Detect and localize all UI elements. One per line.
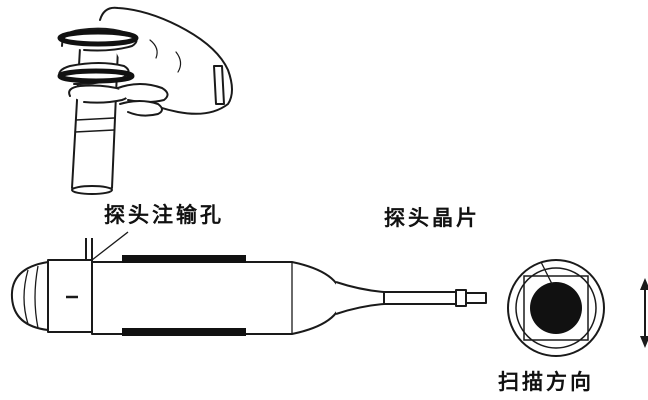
tube-ring-lower — [57, 68, 135, 84]
injection-port-label: 探头注输孔 — [104, 203, 224, 227]
tube-ring-upper — [57, 29, 139, 47]
probe-crystal-icon — [507, 259, 605, 357]
probe-band-bottom — [122, 328, 246, 336]
probe-crystal-label: 探头晶片 — [384, 206, 480, 230]
double-arrow-icon — [640, 278, 648, 348]
scan-direction-label: 扫描方向 — [498, 370, 594, 394]
probe-band-top — [122, 255, 246, 263]
ultrasound-probe-icon — [10, 231, 487, 335]
hand-holding-tube-icon — [58, 6, 233, 195]
crystal-disc — [530, 282, 582, 334]
